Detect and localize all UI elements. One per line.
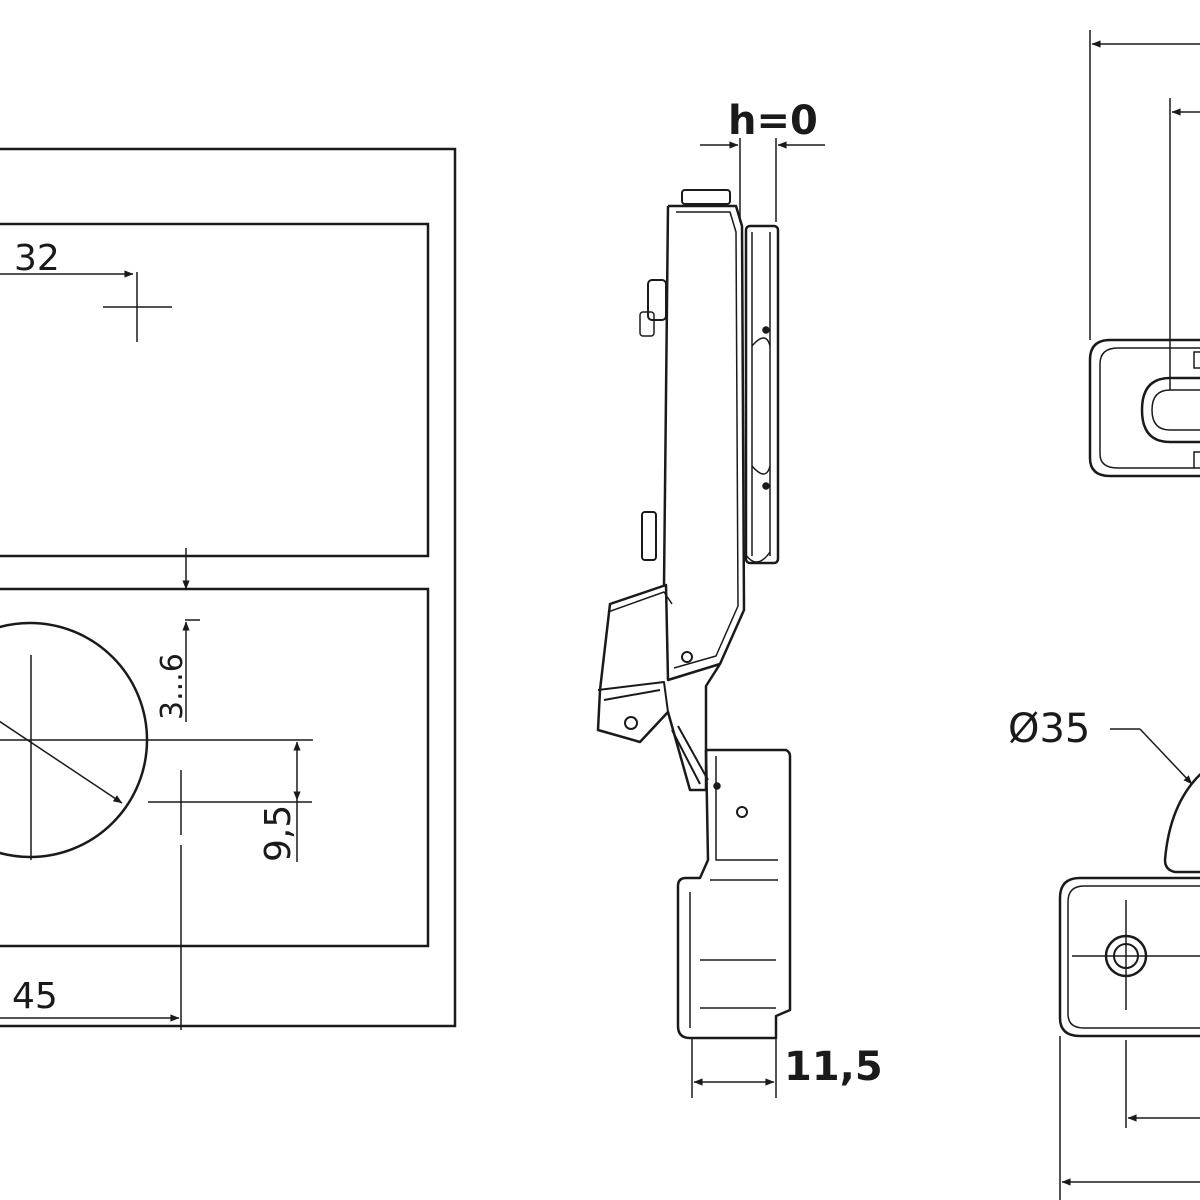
cup-center-lines (0, 655, 313, 860)
dim-thickness-label: 11,5 (784, 1044, 883, 1090)
cup-pivot-hole (736, 806, 748, 818)
side-tab-lower (641, 511, 657, 561)
hinge-arm-inner (607, 211, 739, 669)
upper-door-rect (0, 222, 430, 558)
plate-dot-2 (762, 482, 770, 490)
dim-cup-diameter-label: Ø35 (1008, 706, 1090, 752)
cup-arc (1163, 772, 1200, 874)
outer-panel-outline (0, 147, 457, 1028)
right-top-bracket-inner (1099, 347, 1200, 469)
side-view (596, 138, 825, 1098)
right-top-bracket (1088, 338, 1200, 478)
right-bottom-dim-lines (1059, 1036, 1200, 1200)
right-top-dim-lines (1089, 30, 1200, 390)
dim-32-label: 32 (14, 238, 60, 279)
dim-gap-label: 3...6 (155, 653, 190, 720)
lower-door-rect (0, 587, 430, 948)
mounting-plate-slot-lower (751, 465, 771, 475)
pivot-hole-2 (624, 716, 638, 730)
dim-overlay-label: h=0 (728, 98, 818, 144)
cup-radius-line (0, 720, 123, 804)
right-lower-bracket-inner (1067, 885, 1200, 1029)
dim-45-label: 45 (12, 976, 58, 1017)
bracket-step-top (1193, 351, 1200, 468)
slot-hole-outer (1140, 376, 1200, 444)
hinge-linkage (597, 681, 709, 785)
pivot-hole-1 (681, 651, 693, 663)
plate-bottom-curve (743, 551, 771, 563)
hinge-cup-body (676, 748, 792, 1040)
hinge-cup-inner (689, 756, 778, 1028)
mount-hole-crosshair-top (103, 272, 172, 342)
side-screw-top (647, 279, 667, 321)
plate-dot-1 (762, 326, 770, 334)
dim-overlay-lines (700, 138, 825, 222)
mounting-plate-slot-upper (751, 337, 771, 347)
hinge-top-cap (681, 189, 731, 205)
screw-hole-center-lines (1072, 900, 1200, 1128)
right-view (1058, 30, 1200, 1200)
slot-hole-inner (1151, 389, 1200, 431)
diameter-leader-arrow (1139, 728, 1193, 785)
dim-gap-lines (182, 548, 200, 722)
side-screw-bottom (639, 311, 655, 337)
right-lower-bracket (1058, 876, 1200, 1038)
dim-thickness-lines (691, 1018, 777, 1098)
mounting-plate-strip (744, 224, 780, 565)
mount-hole-crosshair-bottom (148, 770, 215, 1030)
hinge-arm-body (596, 204, 746, 792)
front-view (0, 147, 457, 1030)
dim-offset-label: 9,5 (258, 805, 299, 862)
dim-offset-lines (215, 741, 312, 862)
cup-dot (713, 782, 721, 790)
